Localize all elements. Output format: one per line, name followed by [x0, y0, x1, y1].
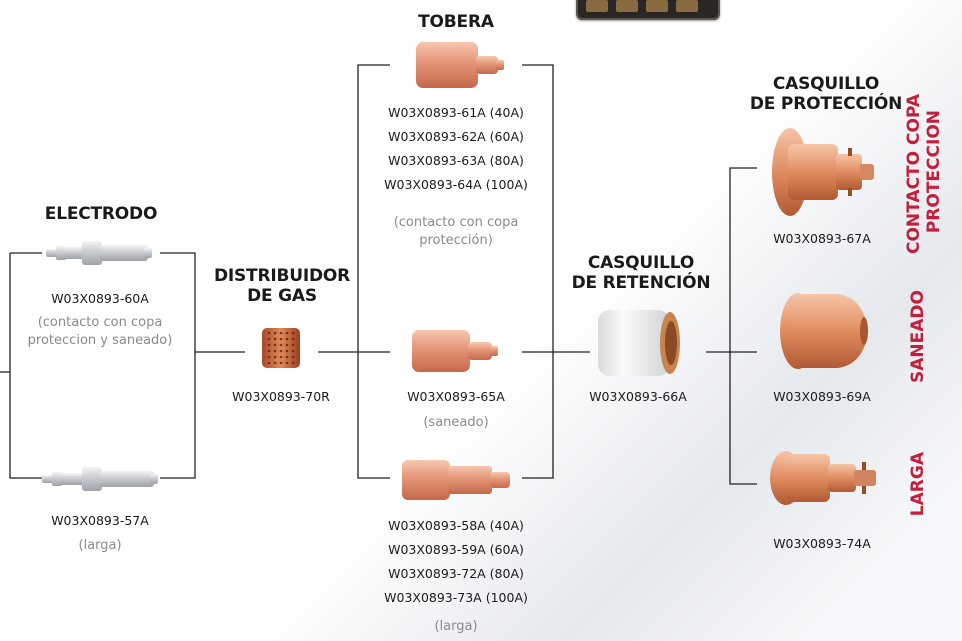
- shield-cup-69a-code: W03X0893-69A: [773, 389, 871, 404]
- shield-cup-gouging-image: [780, 293, 868, 369]
- shield-cup-74a-code: W03X0893-74A: [773, 536, 871, 551]
- distribuidor-title-line1: DISTRIBUIDOR: [213, 266, 351, 286]
- side-label-larga: LARGA: [908, 452, 928, 517]
- nozzle-contact-codes: W03X0893-61A (40A) W03X0893-62A (60A) W0…: [370, 101, 542, 197]
- nozzle-65a-note: (saneado): [423, 415, 489, 430]
- retencion-title-line1: CASQUILLO: [587, 253, 695, 273]
- nozzle-63a-code: W03X0893-63A (80A): [388, 153, 524, 168]
- nozzle-58a-code: W03X0893-58A (40A): [388, 518, 524, 533]
- side-label-saneado: SANEADO: [908, 290, 928, 383]
- distribuidor-title: DISTRIBUIDOR DE GAS: [208, 266, 356, 306]
- nozzle-long-codes: W03X0893-58A (40A) W03X0893-59A (60A) W0…: [370, 514, 542, 610]
- electrodo-title: ELECTRODO: [44, 204, 158, 224]
- electrode-long-contact-image: [46, 241, 152, 265]
- tobera-title: TOBERA: [418, 12, 494, 32]
- shield-cup-long-image: [770, 451, 876, 505]
- nozzle-contact-image: [416, 42, 504, 88]
- torch-thumbnail-image: [576, 0, 720, 20]
- proteccion-title: CASQUILLO DE PROTECCIÓN: [746, 74, 906, 114]
- distribuidor-title-line2: DE GAS: [247, 286, 317, 306]
- nozzle-64a-code: W03X0893-64A (100A): [384, 177, 528, 192]
- shield-cup-contact-image: [772, 128, 874, 216]
- electrode-60a-code: W03X0893-60A: [51, 291, 149, 306]
- nozzle-73a-code: W03X0893-73A (100A): [384, 590, 528, 605]
- electrode-57a-note: (larga): [78, 538, 122, 553]
- nozzle-59a-code: W03X0893-59A (60A): [388, 542, 524, 557]
- proteccion-title-line2: DE PROTECCIÓN: [749, 94, 903, 114]
- nozzle-long-image: [402, 460, 510, 500]
- nozzle-62a-code: W03X0893-62A (60A): [388, 129, 524, 144]
- electrode-long-image: [42, 467, 158, 491]
- nozzle-65a-code: W03X0893-65A: [407, 389, 505, 404]
- electrode-57a-code: W03X0893-57A: [51, 513, 149, 528]
- retaining-cap-image: [598, 310, 680, 376]
- retaining-cap-code: W03X0893-66A: [589, 389, 687, 404]
- nozzle-contact-note: (contacto con copa protección): [393, 215, 519, 248]
- retencion-title: CASQUILLO DE RETENCIÓN: [568, 253, 714, 293]
- nozzle-long-note: (larga): [434, 619, 478, 634]
- shield-cup-67a-code: W03X0893-67A: [773, 231, 871, 246]
- side-label-contacto-line1: CONTACTO COPA: [904, 94, 924, 255]
- nozzle-61a-code: W03X0893-61A (40A): [388, 105, 524, 120]
- distributor-code: W03X0893-70R: [232, 389, 330, 404]
- retencion-title-line2: DE RETENCIÓN: [571, 273, 711, 293]
- nozzle-gouging-image: [412, 330, 498, 372]
- electrode-60a-note: (contacto con copa proteccion y saneado): [27, 315, 173, 348]
- side-label-contacto-line2: PROTECCION: [924, 110, 944, 234]
- gas-distributor-image: [262, 328, 300, 368]
- nozzle-72a-code: W03X0893-72A (80A): [388, 566, 524, 581]
- proteccion-title-line1: CASQUILLO: [772, 74, 880, 94]
